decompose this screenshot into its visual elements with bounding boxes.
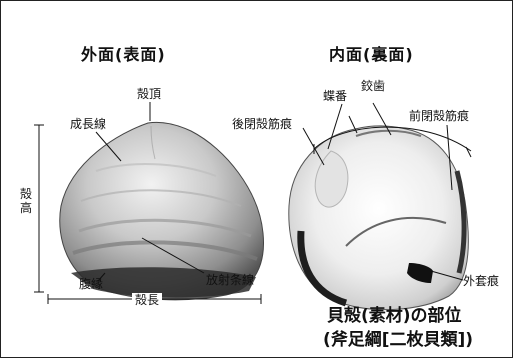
exterior-annotation-lines — [34, 102, 262, 304]
anterior-adductor-scar-label: 前閉殻筋痕 — [409, 109, 470, 123]
posterior-adductor-scar-pointer — [302, 127, 325, 166]
exterior-title: 外面(表面) — [81, 45, 166, 64]
interior-title: 内面(裏面) — [329, 45, 414, 64]
caption-line-1: 貝殻(素材)の部位 — [327, 306, 462, 326]
ligament-label: 蝶番 — [323, 89, 348, 103]
radial-ribs-label: 放射条線 — [206, 273, 255, 287]
caption-line-2: (斧足綱[二枚貝類]) — [323, 330, 474, 350]
shell-height-label: 殻高 — [19, 187, 32, 215]
growth-line-pointer — [95, 131, 122, 162]
growth-line-label: 成長線 — [70, 117, 107, 131]
hinge-teeth-label: 鉸歯 — [361, 79, 386, 93]
anterior-adductor-scar-pointer — [446, 124, 453, 191]
pallial-line-pointer — [430, 270, 464, 281]
ligament-pointer — [327, 103, 343, 150]
exterior-shell — [59, 121, 265, 301]
interior-shell — [288, 125, 469, 311]
radial-ribs-pointer — [141, 237, 205, 274]
hinge-arc — [313, 126, 472, 152]
hinge-teeth-pointer-left — [348, 115, 358, 134]
interior-annotation-lines — [302, 102, 472, 281]
umbo-label: 殻頂 — [137, 87, 162, 101]
ventral-margin-pointer — [97, 272, 106, 282]
hinge-teeth-pointer-right — [372, 102, 392, 136]
posterior-adductor-scar-label: 後閉殻筋痕 — [232, 117, 293, 131]
shell-length-label: 殻長 — [132, 293, 163, 307]
ventral-margin-label: 腹縁 — [79, 277, 104, 291]
pallial-line-label: 外套痕 — [463, 274, 500, 288]
